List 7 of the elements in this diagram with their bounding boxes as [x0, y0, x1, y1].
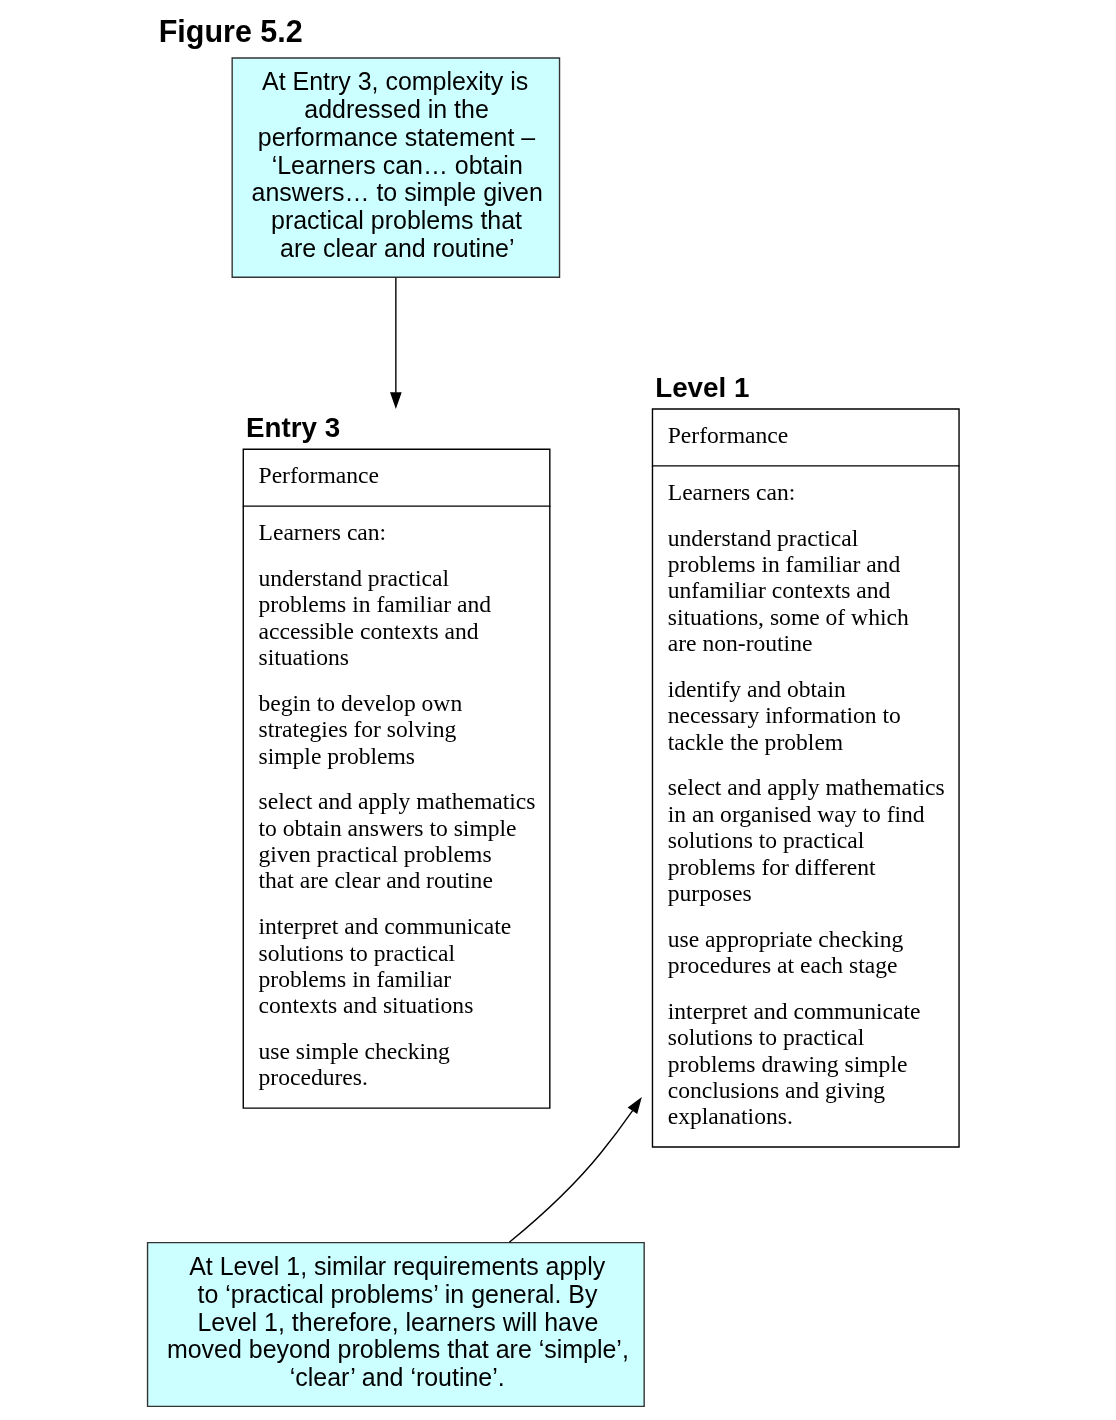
node-box: At Level 1, similar requirements apply to ‘practical problems’ in general. By Level 1, therefore, learners will have moved beyond problems that are ‘simple’, ‘clear’ and ‘routine’.	[146, 1242, 645, 1408]
arrow	[389, 277, 402, 409]
node-label: Level 1	[654, 371, 749, 403]
node-box: At Entry 3, complexity is addressed in the performance statement – ‘Learners can… obtain answers… to simple given practical problems that are clear and routine’	[230, 57, 560, 278]
node-label: Entry 3	[245, 411, 340, 443]
arrow	[508, 1097, 642, 1244]
diagram-title: Figure 5.2	[158, 14, 303, 49]
